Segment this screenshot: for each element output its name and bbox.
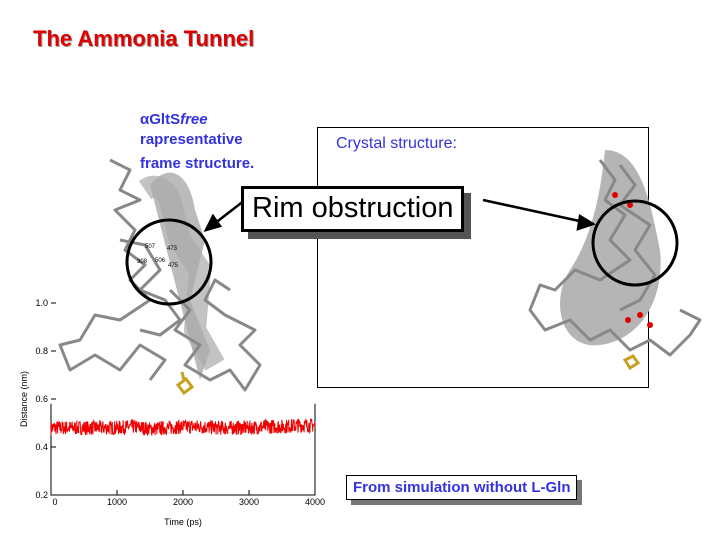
slide-title: The Ammonia Tunnel xyxy=(33,26,255,51)
y-tick-label: 0.8 xyxy=(35,346,48,356)
caption-line2: rapresentative xyxy=(140,131,243,148)
x-tick-label: 4000 xyxy=(305,497,325,507)
rim-obstruction-callout: Rim obstruction xyxy=(241,186,465,232)
residue-label: 507 xyxy=(145,244,156,250)
protein-state: free xyxy=(180,111,208,128)
residue-label: 475 xyxy=(168,263,179,269)
ligand xyxy=(175,371,195,396)
crystal-structure-label: Crystal structure: xyxy=(336,135,457,152)
protein-name: GltS xyxy=(149,111,181,128)
red-residues xyxy=(612,192,653,328)
y-tick-label: 0.6 xyxy=(35,394,48,404)
x-tick-label: 1000 xyxy=(107,497,127,507)
x-tick-label: 0 xyxy=(52,497,57,507)
axis-frame xyxy=(50,403,316,496)
x-tick-label: 3000 xyxy=(239,497,259,507)
residue-label: 308 xyxy=(137,259,148,265)
ligand-right xyxy=(622,354,641,371)
x-axis-label: Time (ps) xyxy=(164,517,202,527)
residue-labels: 507 473 308 506 475 xyxy=(137,244,179,269)
left-protein-structure xyxy=(58,158,262,392)
caption-line3: frame structure. xyxy=(140,155,255,172)
callout-arrows xyxy=(203,198,596,232)
simulation-note: From simulation without L-Gln xyxy=(346,475,578,500)
left-caption: αGltSfree rapresentative frame structure… xyxy=(140,110,254,174)
rim-highlight-circle-right xyxy=(591,199,679,287)
distance-series-line xyxy=(50,418,316,436)
alpha: α xyxy=(140,111,150,128)
residue-label: 473 xyxy=(167,246,178,252)
residue-label: 506 xyxy=(155,258,166,264)
rim-highlight-circle-left xyxy=(125,218,213,306)
y-axis-label: Distance (nm) xyxy=(19,371,29,427)
y-tick-label: 1.0 xyxy=(35,298,48,308)
y-tick-label: 0.2 xyxy=(35,490,48,500)
x-tick-label: 2000 xyxy=(173,497,193,507)
right-protein-structure xyxy=(528,150,702,357)
y-tick-label: 0.4 xyxy=(35,442,48,452)
